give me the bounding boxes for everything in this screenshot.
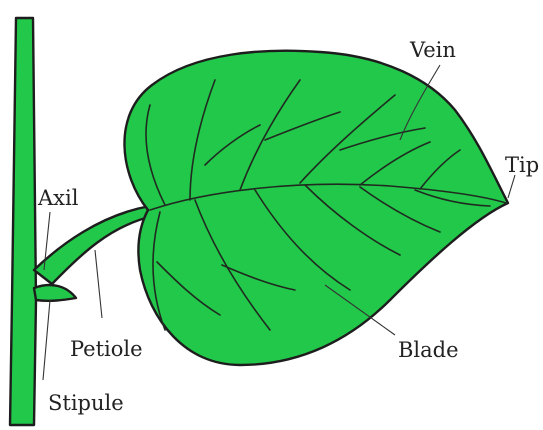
- leader-stipule: [43, 300, 50, 380]
- label-stipule: Stipule: [48, 391, 124, 415]
- label-petiole: Petiole: [70, 337, 143, 361]
- stipule: [34, 285, 76, 301]
- label-blade: Blade: [398, 338, 459, 362]
- petiole: [34, 206, 153, 284]
- stem: [10, 18, 36, 425]
- label-vein: Vein: [409, 38, 456, 62]
- leaf-blade: [124, 51, 508, 365]
- leader-petiole: [95, 250, 102, 318]
- label-tip: Tip: [505, 153, 539, 177]
- leader-tip: [508, 175, 515, 198]
- label-axil: Axil: [37, 186, 79, 210]
